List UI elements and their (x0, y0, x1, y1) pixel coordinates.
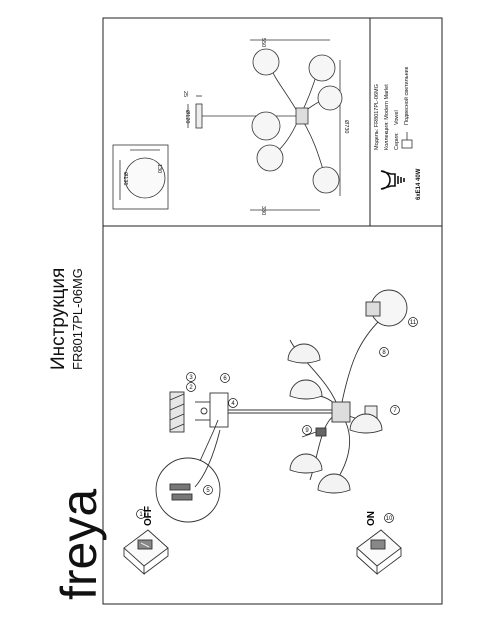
model-code: FR8017PL-06MG (70, 268, 85, 370)
dimension-drawing (112, 39, 343, 211)
svg-text:7: 7 (393, 408, 397, 414)
spec-series-name: Vowel (394, 110, 400, 125)
switch-off (123, 529, 169, 576)
svg-text:4: 4 (231, 401, 235, 407)
shade-detail (124, 157, 166, 199)
shade-detail-frame (112, 144, 169, 210)
svg-text:9: 9 (305, 428, 309, 434)
step-callout: 8 (379, 347, 389, 357)
svg-text:5: 5 (206, 488, 210, 494)
dim-width-top: 550 (260, 38, 266, 47)
svg-text:2: 2 (189, 385, 193, 391)
svg-text:11: 11 (410, 320, 417, 326)
spec-block: Модель: FR8017PL-06MG Коллекция: Modern … (374, 66, 410, 150)
switch-off-label: OFF (143, 506, 154, 526)
dim-shade-diameter: Ø135 (122, 172, 128, 185)
document-title: Инструкция (48, 268, 69, 370)
step-callout: 3 (186, 372, 196, 382)
svg-text:10: 10 (386, 516, 393, 522)
switch-on-label: ON (366, 511, 377, 526)
light-bulb-icon (380, 170, 405, 190)
step-callout: 5 (203, 485, 213, 495)
dim-shade-height: 130 (156, 164, 162, 173)
svg-text:3: 3 (189, 375, 193, 381)
spec-collection: Коллекция: Modern Marlet (384, 84, 390, 150)
step-callout: 2 (186, 382, 196, 392)
step-callout: 10 (384, 513, 394, 523)
svg-text:8: 8 (382, 350, 386, 356)
spec-type: Подвесной светильник (403, 66, 410, 125)
wiring-detail (155, 419, 221, 523)
dim-canopy-depth: 25 (182, 91, 188, 97)
spec-model: Модель: FR8017PL-06MG (374, 84, 380, 150)
bulb-spec: 6xE14 40W (416, 168, 422, 200)
brand-logo: freya (51, 489, 107, 600)
step-callout: 9 (302, 425, 312, 435)
step-callout: 4 (228, 398, 238, 408)
dim-canopy-diameter: Ø120 (184, 110, 190, 123)
switch-on (356, 529, 402, 576)
step-callout: 6 (220, 373, 230, 383)
dim-width-bottom: 330 (260, 206, 266, 215)
pendant-icon (401, 132, 413, 149)
dimension-labels: 130 Ø135 25 Ø120 550 330 Ø730 (122, 38, 349, 215)
step-callout: 1 (136, 509, 146, 519)
glass-shades (287, 289, 408, 494)
step-callouts: 1 2 3 4 5 6 7 8 9 10 11 (136, 317, 418, 523)
ceiling-mount (169, 391, 340, 433)
screwdriver-tool (301, 427, 327, 438)
svg-text:1: 1 (139, 512, 143, 518)
dim-height-total: Ø730 (343, 120, 349, 133)
step-callout: 11 (408, 317, 418, 327)
installation-diagram (123, 289, 408, 576)
sheet-border (102, 17, 443, 605)
canopy (195, 103, 203, 129)
spec-series: Серия: (394, 132, 400, 150)
step-callout: 7 (390, 405, 400, 415)
svg-text:6: 6 (223, 376, 227, 382)
